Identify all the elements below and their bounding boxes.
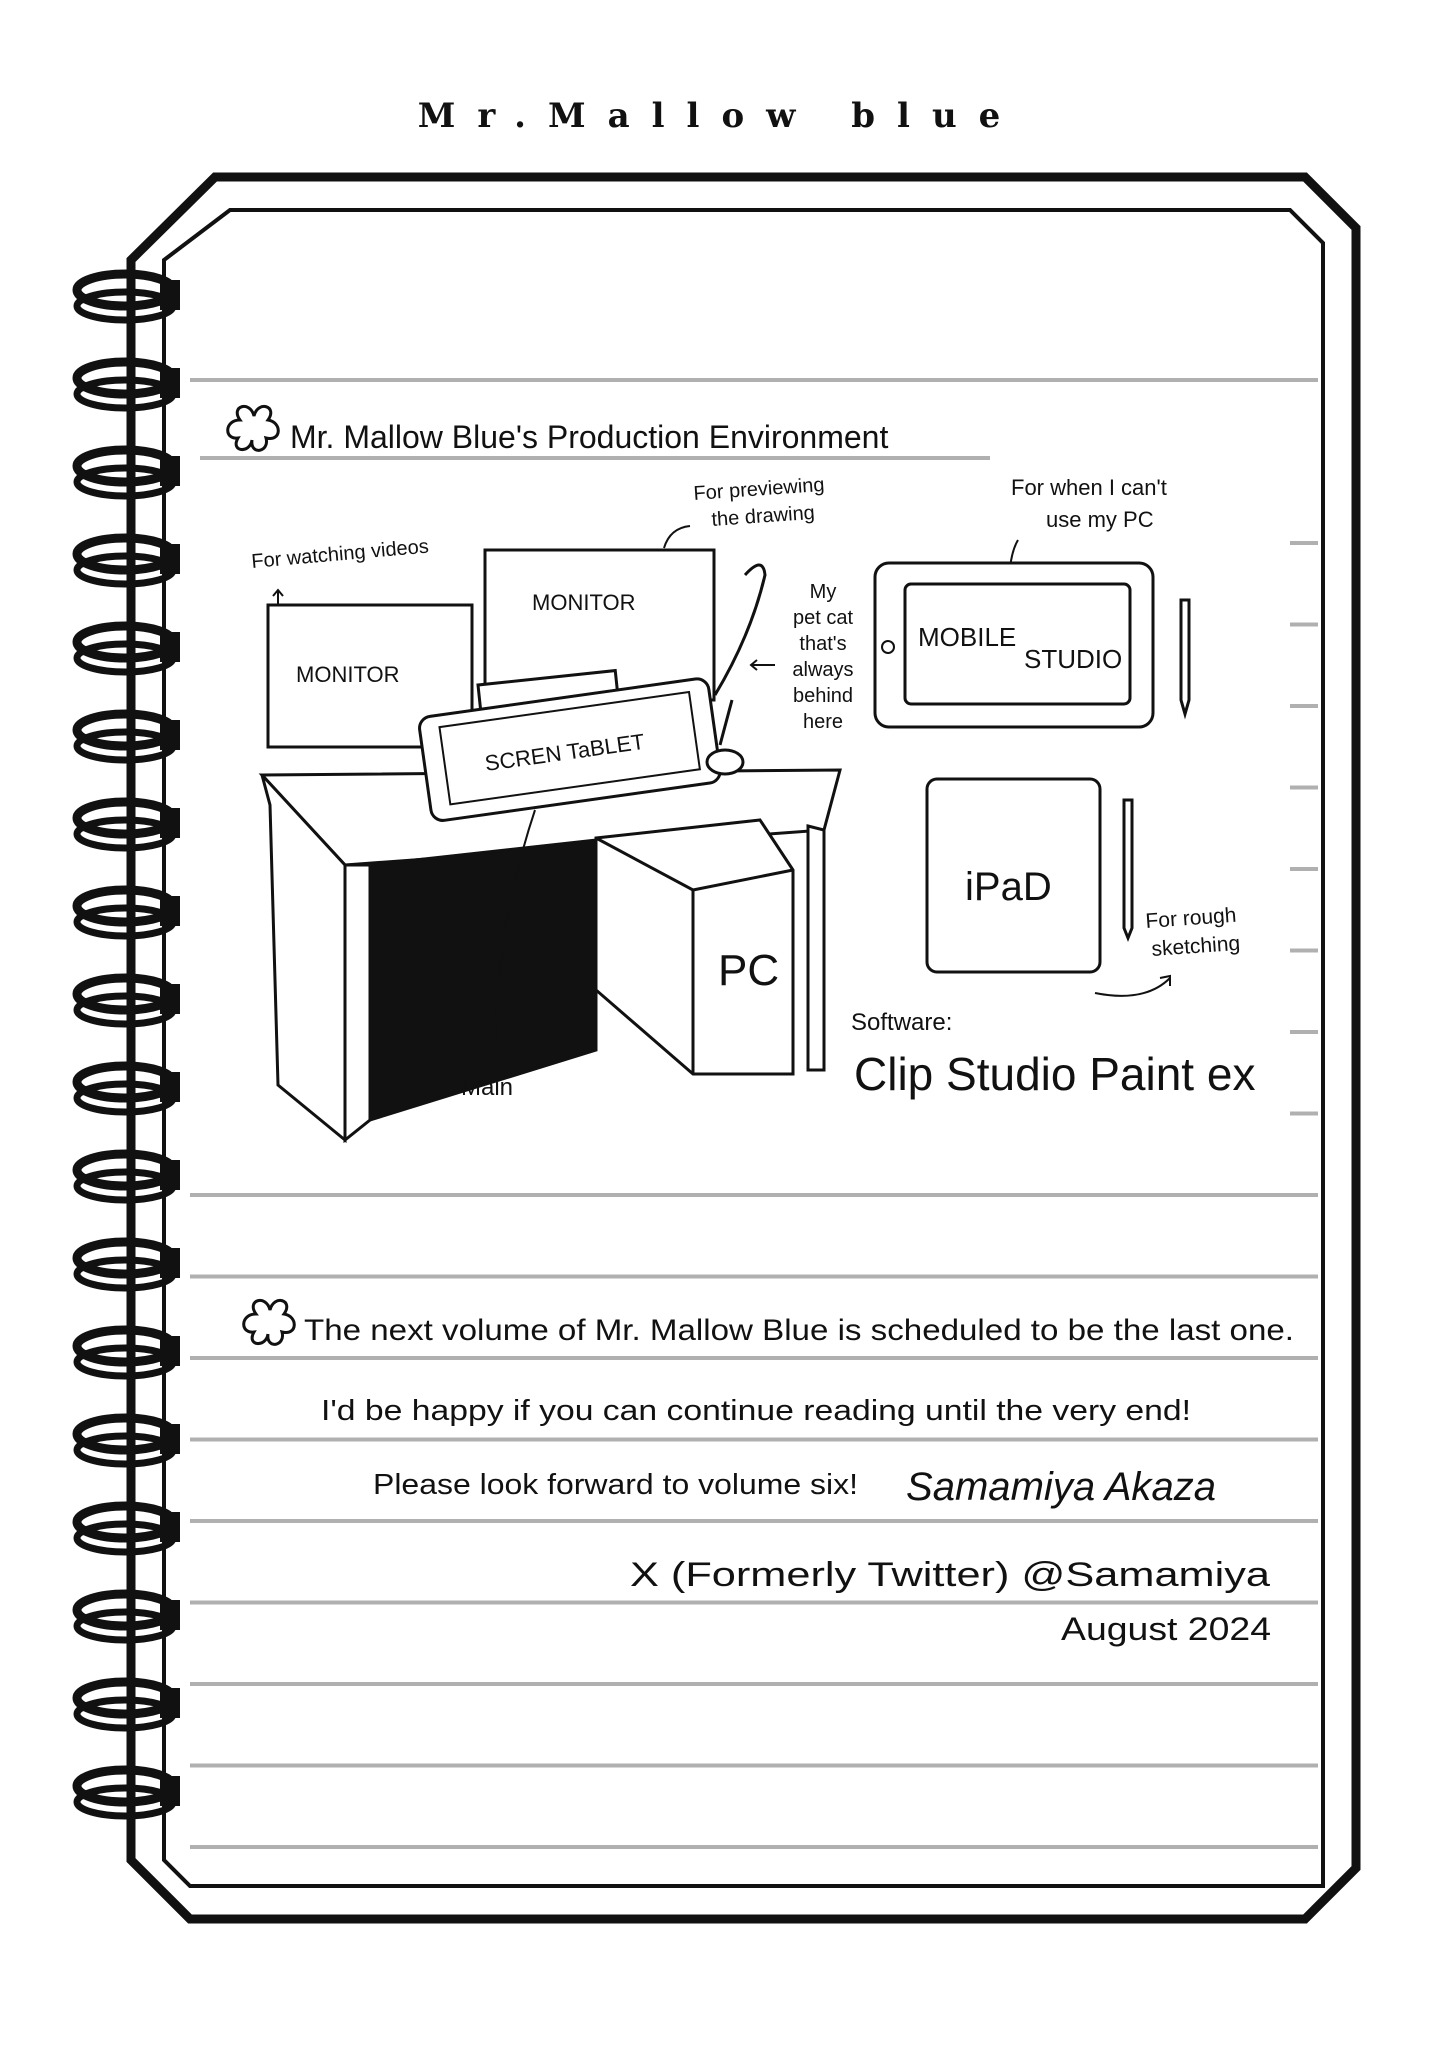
- spiral-ring: [72, 621, 180, 676]
- cat-note-line: pet cat: [793, 607, 853, 629]
- software-label: Software:: [851, 1009, 952, 1036]
- spiral-ring: [72, 1501, 180, 1556]
- label-previewing-2: the drawing: [711, 502, 816, 531]
- cat-note-line: behind: [793, 685, 853, 707]
- spiral-ring: [72, 445, 180, 500]
- page-title: Mr.Mallow blue: [417, 96, 1023, 136]
- mobile-studio-label-2: STUDIO: [1024, 644, 1122, 674]
- cat-note: My pet cat that's always behind here: [792, 581, 853, 733]
- pc-tower: [594, 818, 795, 1076]
- label-mobile-2: use my PC: [1046, 507, 1154, 532]
- label-rough-2: sketching: [1151, 932, 1241, 961]
- message-line-2: I'd be happy if you can continue reading…: [321, 1395, 1191, 1427]
- spiral-ring: [72, 533, 180, 588]
- spiral-ring: [72, 885, 180, 940]
- cat-note-line: My: [810, 581, 837, 603]
- notebook-outer-frame: [126, 172, 1361, 1924]
- spiral-ring: [72, 973, 180, 1028]
- date: August 2024: [1061, 1611, 1271, 1647]
- mobile-studio: [873, 561, 1155, 729]
- cat-tail: [713, 563, 767, 696]
- apple-pencil: [1122, 798, 1134, 943]
- spiral-ring: [72, 1589, 180, 1644]
- pc-label: PC: [718, 946, 779, 995]
- main-label: Main: [461, 1074, 513, 1101]
- monitor-right-label: MONITOR: [532, 590, 635, 615]
- section-heading: Mr. Mallow Blue's Production Environment: [290, 419, 888, 455]
- clover-icon: [242, 1299, 296, 1346]
- signature: Samamiya Akaza: [906, 1465, 1216, 1509]
- spiral-ring: [72, 1765, 180, 1820]
- spiral-ring: [72, 1677, 180, 1732]
- spiral-ring: [72, 797, 180, 852]
- label-previewing-1: For previewing: [693, 474, 825, 505]
- ruled-lines: [190, 378, 1318, 1849]
- spiral-ring: [72, 1413, 180, 1468]
- message-line-1: The next volume of Mr. Mallow Blue is sc…: [304, 1314, 1294, 1347]
- monitor-left-label: MONITOR: [296, 662, 399, 687]
- screen-tablet: SCREN TaBLET: [418, 677, 722, 822]
- stylus: [1179, 598, 1191, 720]
- spiral-ring: [72, 269, 180, 324]
- spiral-ring: [72, 1237, 180, 1292]
- notebook-inner-frame: [162, 208, 1325, 1888]
- cat-note-line: here: [803, 711, 843, 733]
- spiral-ring: [72, 709, 180, 764]
- social-handle: X (Formerly Twitter) @Samamiya: [630, 1556, 1270, 1594]
- cat-note-line: that's: [799, 633, 846, 655]
- spiral-ring: [72, 1061, 180, 1116]
- mouse: [705, 748, 745, 776]
- desk: [258, 768, 842, 1144]
- spiral-ring: [72, 1149, 180, 1204]
- clover-icon: [226, 405, 280, 452]
- label-mobile-1: For when I can't: [1011, 475, 1167, 500]
- spiral-ring: [72, 357, 180, 412]
- spiral-binding: [72, 269, 180, 1820]
- message-line-3: Please look forward to volume six!: [373, 1469, 858, 1501]
- ipad-label: iPaD: [965, 865, 1052, 909]
- mobile-studio-label-1: MOBILE: [918, 622, 1016, 652]
- spiral-ring: [72, 1325, 180, 1380]
- label-watching-videos: For watching videos: [251, 536, 430, 573]
- software-name: Clip Studio Paint ex: [854, 1048, 1255, 1100]
- ipad: [925, 777, 1102, 974]
- label-rough-1: For rough: [1145, 904, 1237, 933]
- cat-note-line: always: [792, 659, 853, 681]
